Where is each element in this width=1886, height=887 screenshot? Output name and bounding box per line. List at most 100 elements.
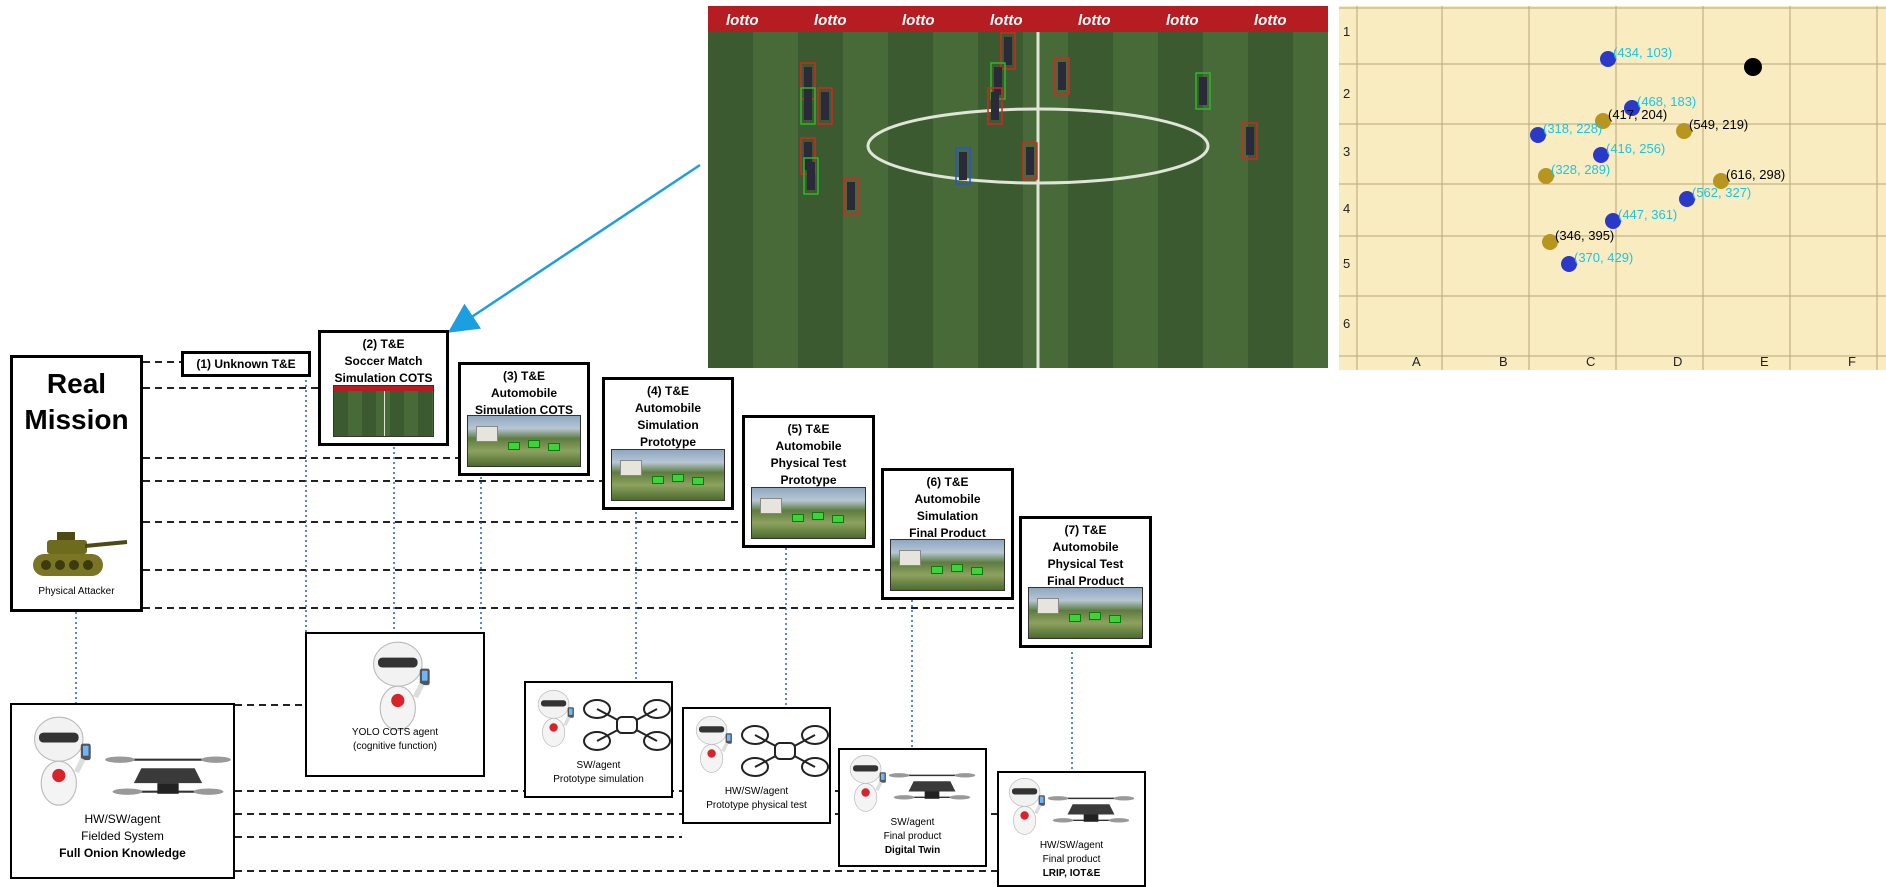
point-label: (468, 183): [1637, 94, 1696, 109]
te-box-1: (1) Unknown T&E: [181, 351, 311, 377]
agent-box-digital-twin: SW/agent Final product Digital Twin: [838, 748, 987, 867]
agent-2-line: Prototype simulation: [553, 774, 644, 785]
player-detection: [1000, 32, 1016, 70]
player-detection: [1054, 57, 1070, 95]
agent-3-line: Prototype physical test: [706, 800, 807, 811]
tracking-point: [1605, 213, 1621, 229]
agent-4-bold: Digital Twin: [884, 845, 941, 856]
row-label: 2: [1343, 86, 1350, 101]
point-label: (549, 219): [1689, 117, 1748, 132]
col-label: A: [1412, 354, 1421, 369]
real-mission-title: Real Mission: [13, 366, 140, 438]
tracking-point: [1679, 191, 1695, 207]
quadcopter-icon: [740, 721, 830, 786]
row-label: 3: [1343, 144, 1350, 159]
tracking-point: [1593, 147, 1609, 163]
col-label: B: [1499, 354, 1508, 369]
player-detection: [800, 87, 816, 125]
link-arrow: [447, 163, 701, 333]
tracking-point: [1561, 256, 1577, 272]
te-box-2-line: Soccer Match: [344, 354, 423, 368]
point-label: (370, 429): [1574, 250, 1633, 265]
te-box-2-line: Simulation COTS: [334, 371, 433, 385]
agent-box-yolo: YOLO COTS agent (cognitive function): [305, 632, 485, 777]
te-box-3-line: (3) T&E: [503, 369, 545, 383]
point-label: (328, 289): [1551, 162, 1610, 177]
soccer-thumbnail: [333, 385, 434, 437]
point-label: (616, 298): [1726, 167, 1785, 182]
te-box-7-line: (7) T&E: [1064, 523, 1107, 537]
te-box-6-line: (6) T&E: [926, 475, 969, 489]
point-label: (562, 327): [1692, 185, 1751, 200]
robot-icon: [846, 754, 888, 822]
te-box-7-line: Physical Test: [1047, 557, 1124, 571]
tank-icon: [31, 530, 131, 587]
player-detection: [803, 157, 819, 195]
agent-4-line: SW/agent: [890, 817, 935, 828]
te-box-6-line: Simulation: [916, 509, 979, 523]
player-detection: [1022, 142, 1038, 180]
te-box-7-line: Final Product: [1047, 574, 1124, 588]
automobile-thumbnail: [467, 415, 581, 467]
banner-word: lotto: [1166, 12, 1198, 29]
automobile-thumbnail: [890, 539, 1005, 591]
tracking-point: [1600, 51, 1616, 67]
tracking-point: [1676, 123, 1692, 139]
te-box-4-line: Prototype: [639, 435, 696, 449]
player-detection: [1195, 72, 1211, 110]
robot-icon: [367, 640, 433, 744]
banner-word: lotto: [902, 12, 934, 29]
robot-icon: [28, 715, 94, 819]
te-box-5: (5) T&E Automobile Physical Test Prototy…: [742, 415, 875, 548]
tracking-point: [1624, 100, 1640, 116]
row-label: 5: [1343, 256, 1350, 271]
te-box-4-line: Simulation: [637, 418, 699, 432]
te-box-6-line: Automobile: [914, 492, 981, 506]
player-detection: [817, 87, 833, 125]
point-label: (346, 395): [1555, 228, 1614, 243]
physical-attacker-label: Physical Attacker: [38, 586, 115, 597]
banner-word: lotto: [990, 12, 1022, 29]
point-label: (447, 361): [1618, 207, 1677, 222]
agent-3-line: HW/SW/agent: [724, 786, 789, 797]
dotted-vertical-links: [75, 375, 1073, 772]
agent-box-prototype-physical: HW/SW/agent Prototype physical test: [682, 707, 831, 824]
tracking-point: [1713, 173, 1729, 189]
te-box-2: (2) T&E Soccer Match Simulation COTS: [318, 330, 449, 446]
agent-4-line: Final product: [883, 831, 942, 842]
real-mission-title-line2: Mission: [24, 404, 129, 435]
player-detection: [955, 147, 971, 185]
automobile-thumbnail: [611, 449, 725, 501]
row-label: 6: [1343, 316, 1350, 331]
te-box-7: (7) T&E Automobile Physical Test Final P…: [1019, 516, 1152, 648]
point-label: (416, 256): [1606, 141, 1665, 156]
te-box-5-line: Physical Test: [770, 456, 847, 470]
robot-icon: [534, 689, 576, 757]
player-detection: [1242, 122, 1258, 160]
agent-box-fielded-system: HW/SW/agent Fielded System Full Onion Kn…: [10, 703, 235, 879]
te-box-3-line: Simulation COTS: [474, 403, 573, 417]
te-box-3-line: Automobile: [491, 386, 557, 400]
te-box-6-line: Final Product: [909, 526, 986, 540]
player-detection: [987, 87, 1003, 125]
drone-icon: [104, 749, 232, 812]
banner-word: lotto: [726, 12, 758, 29]
agent-5-bold: LRIP, IOT&E: [1042, 868, 1101, 879]
te-box-4: (4) T&E Automobile Simulation Prototype: [602, 377, 734, 510]
point-label: (417, 204): [1608, 107, 1667, 122]
drone-icon: [1047, 791, 1135, 836]
col-label: D: [1673, 354, 1682, 369]
banner-word: lotto: [814, 12, 846, 29]
agent-1-line: (cognitive function): [353, 741, 437, 752]
te-box-7-line: Automobile: [1052, 540, 1119, 554]
automobile-thumbnail: [1028, 587, 1143, 639]
col-label: E: [1760, 354, 1769, 369]
row-label: 1: [1343, 24, 1350, 39]
agent-0-line: HW/SW/agent: [84, 812, 161, 826]
robot-icon: [692, 715, 734, 783]
player-detection: [843, 177, 859, 215]
agent-box-prototype-simulation: SW/agent Prototype simulation: [524, 681, 673, 798]
tracking-point: [1538, 168, 1554, 184]
tracking-point: [1542, 234, 1558, 250]
